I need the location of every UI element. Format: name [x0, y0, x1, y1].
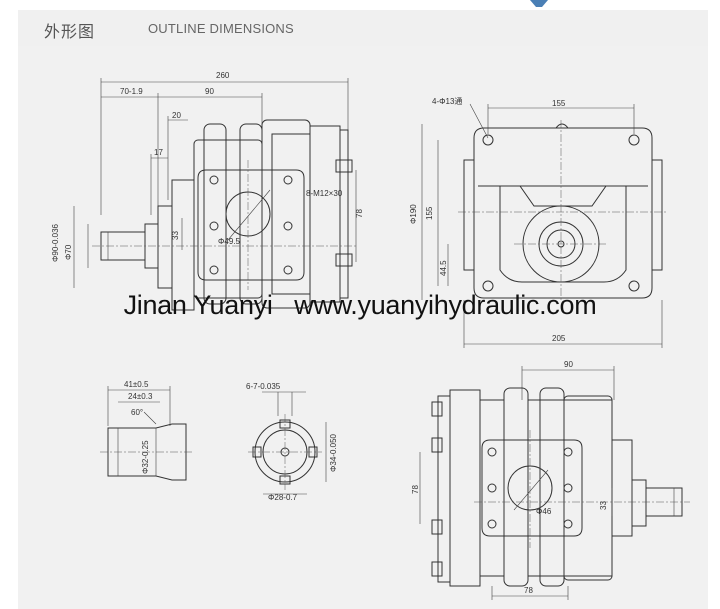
watermark-website: www.yuanyihydraulic.com	[294, 290, 597, 320]
dim-side-body-length: 90	[564, 360, 573, 369]
shaft-detail: 41±0.5 24±0.3 60° Φ32-0.25	[100, 380, 192, 481]
section-title-en: OUTLINE DIMENSIONS	[148, 21, 294, 36]
dim-port-dia: Φ49.5	[218, 237, 241, 246]
dim-shaft-length: 41±0.5	[124, 380, 149, 389]
dim-outer-dia: Φ190	[409, 204, 418, 224]
dim-width: 205	[552, 334, 566, 343]
dim-holes: 4-Φ13通	[432, 96, 462, 106]
end-view: 155 4-Φ13通 Φ190 155 44.5 205	[409, 96, 668, 348]
dim-shaft-step: 33	[171, 231, 180, 240]
dim-side-bottom-pitch: 78	[524, 586, 533, 595]
side-view: 90 78 Φ46 33 7	[411, 360, 690, 600]
brand-logo-icon	[530, 0, 548, 7]
dim-port-pitch: 78	[355, 209, 364, 218]
dim-flange-b: 17	[154, 148, 163, 157]
dim-spline-root-dia: Φ28-0.7	[268, 493, 298, 502]
dim-spline-outer-dia: Φ34-0.050	[329, 433, 338, 472]
spline-section: 6-7-0.035 Φ34-0.050 Φ28-0.7	[246, 382, 338, 502]
section-title-cn: 外形图	[44, 24, 96, 41]
dim-key-width: 6-7-0.035	[246, 382, 281, 391]
dim-key-length: 24±0.3	[128, 392, 153, 401]
dim-chamfer: 60°	[131, 408, 143, 417]
dim-height: 155	[425, 206, 434, 220]
dim-side-shaft-step: 33	[599, 501, 608, 510]
dim-shaft-dia: Φ90-0.036	[51, 223, 60, 262]
watermark: Jinan Yuanyi www.yuanyihydraulic.com	[0, 290, 720, 321]
dim-side-port-pitch: 78	[411, 485, 420, 494]
dim-shaft-detail-dia: Φ32-0.25	[141, 440, 150, 474]
dim-body-length: 90	[205, 87, 214, 96]
dim-shaft-offset: 70-1.9	[120, 87, 143, 96]
dim-overall-length: 260	[216, 71, 230, 80]
dim-port-thread: 8-M12×30	[306, 189, 343, 198]
drawing-sheet	[18, 46, 708, 609]
dim-pilot-dia: Φ70	[64, 244, 73, 260]
section-header: 外形图 OUTLINE DIMENSIONS	[18, 10, 708, 46]
watermark-company: Jinan Yuanyi	[123, 290, 273, 320]
dim-center-height: 44.5	[439, 260, 448, 276]
main-view: 260 70-1.9 90 20 17	[51, 71, 364, 311]
dim-hole-pitch: 155	[552, 99, 566, 108]
dim-side-port-dia: Φ46	[536, 507, 552, 516]
dim-flange-a: 20	[172, 111, 181, 120]
